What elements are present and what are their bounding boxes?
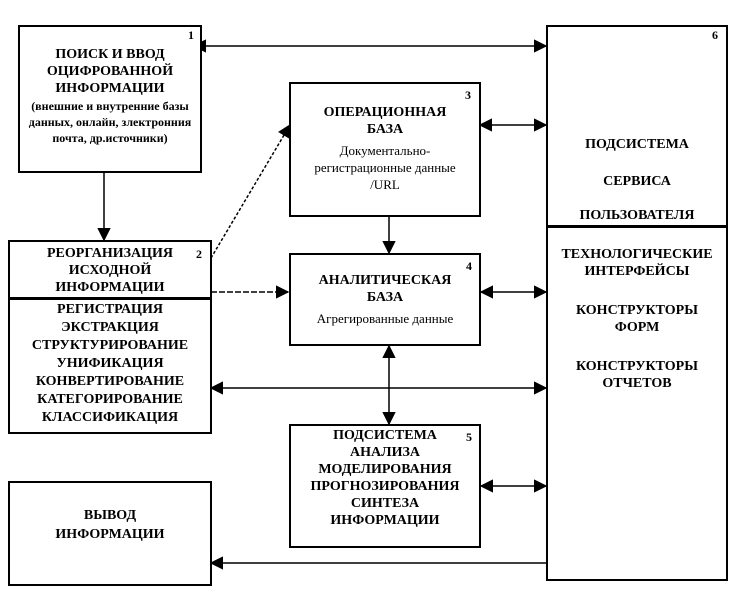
box-6-top-line: ПОЛЬЗОВАТЕЛЯ [579, 208, 695, 223]
box-operational-db [289, 82, 481, 217]
box-2-item: КАТЕГОРИРОВАНИЕ [37, 392, 183, 407]
box-2-item: КЛАССИФИКАЦИЯ [41, 410, 179, 425]
box-analytical-db [289, 253, 481, 346]
box-5-title: ПОДСИСТЕМА АНАЛИЗА МОДЕЛИРОВАНИЯ ПРОГНОЗ… [310, 428, 460, 528]
box-6-bottom-item: ТЕХНОЛОГИЧЕСКИЕ ИНТЕРФЕЙСЫ [561, 247, 713, 279]
box-user-service [546, 25, 728, 581]
box-6-bottom-item: КОНСТРУКТОРЫ ОТЧЕТОВ [575, 359, 698, 391]
box-6-divider [546, 225, 728, 228]
box-1-title: ПОИСК И ВВОД ОЦИФРОВАННОЙ ИНФОРМАЦИИ [46, 47, 174, 96]
box-2-item: КОНВЕРТИРОВАНИЕ [35, 374, 185, 389]
box-search-input [18, 25, 202, 173]
box-1-description: (внешние и внутренние базы данных, онлай… [28, 99, 192, 145]
box-4-title: АНАЛИТИЧЕСКАЯ БАЗА [318, 273, 452, 305]
output-title: ВЫВОД ИНФОРМАЦИИ [55, 508, 165, 542]
box-3-number: 3 [465, 88, 471, 102]
box-2-item: ЭКСТРАКЦИЯ [61, 320, 159, 335]
box-4-number: 4 [466, 259, 472, 273]
box-3-description: Документально-регистрационные данные /UR… [314, 143, 456, 192]
box-2-divider [8, 297, 212, 300]
box-2-item: СТРУКТУРИРОВАНИЕ [31, 338, 189, 353]
box-2-item: УНИФИКАЦИЯ [56, 356, 164, 371]
box-3-title: ОПЕРАЦИОННАЯ БАЗА [323, 105, 447, 137]
box-2-item: РЕГИСТРАЦИЯ [57, 302, 163, 317]
box-2-number: 2 [196, 247, 202, 261]
box-2-title: РЕОРГАНИЗАЦИЯ ИСХОДНОЙ ИНФОРМАЦИИ [47, 246, 173, 295]
box-6-top-line: СЕРВИСА [603, 174, 671, 189]
box-6-bottom-item: КОНСТРУКТОРЫ ФОРМ [575, 303, 698, 335]
box-1-number: 1 [188, 28, 194, 42]
box-reorganization [8, 240, 212, 434]
box-5-number: 5 [466, 430, 472, 444]
box-output [8, 481, 212, 586]
box-6-top-line: ПОДСИСТЕМА [585, 137, 689, 152]
arrow-b2-b3 [210, 123, 291, 259]
box-4-description: Агрегированные данные [316, 311, 454, 326]
box-analysis-subsystem [289, 424, 481, 548]
box-6-number: 6 [712, 28, 718, 42]
